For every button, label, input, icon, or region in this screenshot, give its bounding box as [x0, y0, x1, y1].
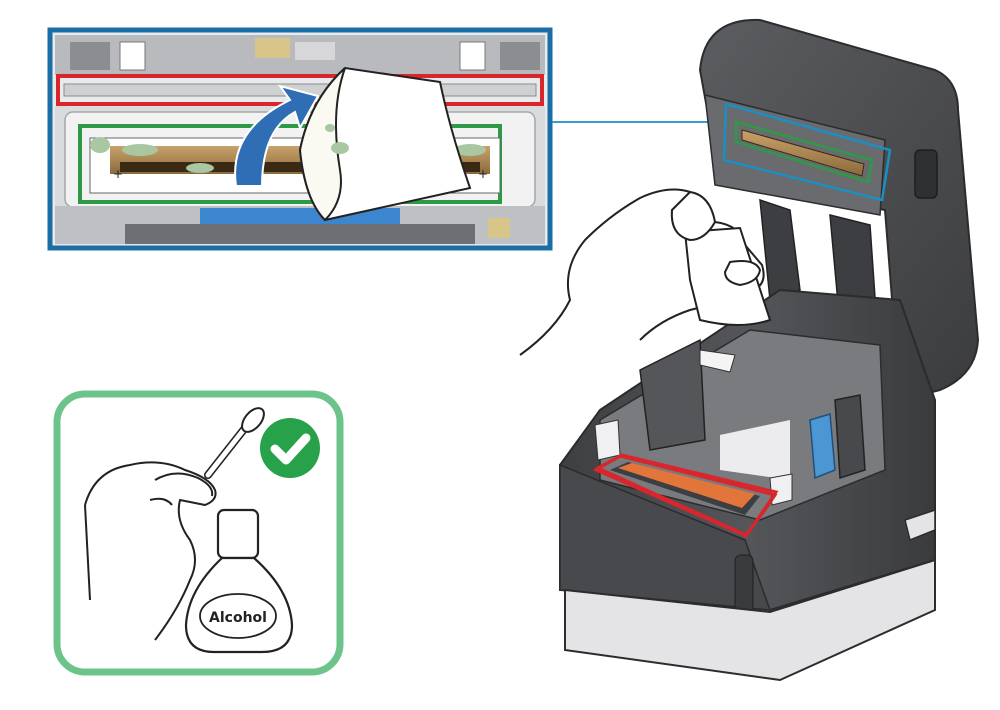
platen-roller	[618, 463, 755, 508]
platen-highlight	[592, 453, 779, 538]
printer	[559, 18, 980, 682]
cotton-swab-icon	[204, 407, 265, 479]
svg-text:+: +	[113, 167, 123, 181]
printer-base	[564, 558, 936, 682]
hand-holding-swab	[84, 461, 217, 641]
ok-inset: Alcohol	[53, 390, 344, 676]
hand-with-sheet	[519, 188, 772, 356]
check-circle-icon	[256, 414, 324, 482]
detail-inset: + +	[47, 27, 553, 251]
curved-arrow-icon	[234, 84, 320, 187]
alcohol-bottle-icon: Alcohol	[184, 508, 294, 654]
svg-text:+: +	[478, 167, 488, 181]
bottle-label: Alcohol	[209, 610, 267, 626]
lid-detail-highlight	[722, 102, 892, 202]
